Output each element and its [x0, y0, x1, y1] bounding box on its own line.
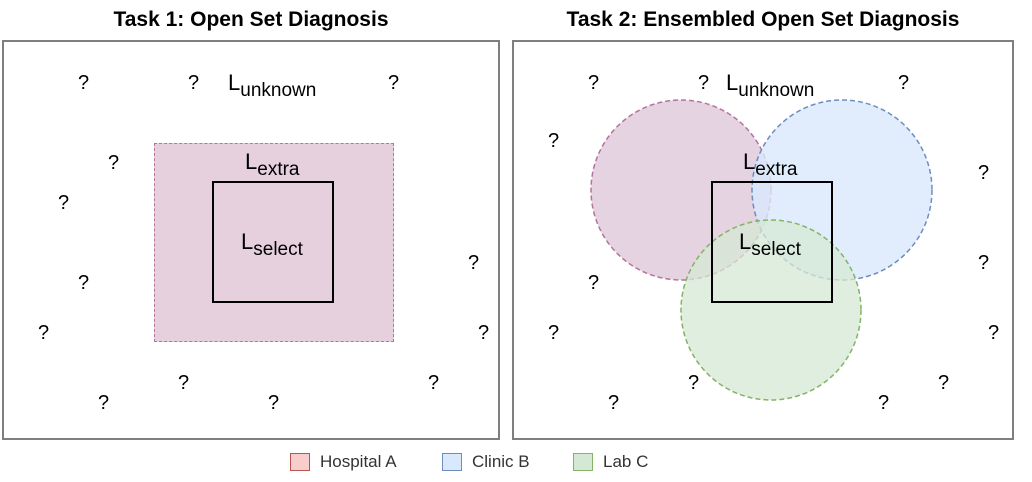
- unknown-marker: ?: [98, 392, 110, 414]
- unknown-marker: ?: [268, 392, 280, 414]
- unknown-marker: ?: [478, 322, 490, 344]
- unknown-marker: ?: [78, 272, 90, 294]
- lab-c-circle: [680, 219, 862, 401]
- unknown-marker: ?: [698, 72, 710, 94]
- legend-item-clinic-b: Clinic B: [442, 450, 530, 474]
- legend: Hospital A Clinic B Lab C: [0, 450, 1032, 474]
- lextra-label: Lextra: [245, 149, 300, 181]
- task1-title: Task 1: Open Set Diagnosis: [113, 8, 389, 31]
- lextra-region: [154, 143, 394, 342]
- unknown-marker: ?: [188, 72, 200, 94]
- legend-label: Lab C: [603, 452, 649, 471]
- task2-title: Task 2: Ensembled Open Set Diagnosis: [566, 8, 960, 31]
- legend-label: Hospital A: [320, 452, 397, 471]
- task2-panel: Lunknown Lextra Lselect ? ? ? ? ? ? ? ? …: [512, 40, 1014, 440]
- unknown-marker: ?: [388, 72, 400, 94]
- lselect-label: Lselect: [241, 229, 303, 261]
- unknown-marker: ?: [988, 322, 1000, 344]
- lselect-box: [711, 181, 833, 303]
- unknown-marker: ?: [78, 72, 90, 94]
- unknown-marker: ?: [588, 272, 600, 294]
- lselect-box: [212, 181, 334, 303]
- unknown-marker: ?: [898, 72, 910, 94]
- unknown-marker: ?: [938, 372, 950, 394]
- hospital-a-swatch: [290, 453, 310, 471]
- legend-label: Clinic B: [472, 452, 530, 471]
- unknown-marker: ?: [548, 322, 560, 344]
- unknown-marker: ?: [428, 372, 440, 394]
- lunknown-label: Lunknown: [228, 70, 317, 102]
- task1-panel: Lunknown Lextra Lselect ? ? ? ? ? ? ? ? …: [2, 40, 500, 440]
- lextra-label: Lextra: [743, 149, 798, 181]
- unknown-marker: ?: [548, 130, 560, 152]
- unknown-marker: ?: [38, 322, 50, 344]
- unknown-marker: ?: [588, 72, 600, 94]
- unknown-marker: ?: [178, 372, 190, 394]
- unknown-marker: ?: [108, 152, 120, 174]
- unknown-marker: ?: [688, 372, 700, 394]
- lab-c-swatch: [573, 453, 593, 471]
- unknown-marker: ?: [978, 162, 990, 184]
- lselect-label: Lselect: [739, 229, 801, 261]
- lunknown-label: Lunknown: [726, 70, 815, 102]
- unknown-marker: ?: [978, 252, 990, 274]
- clinic-b-swatch: [442, 453, 462, 471]
- legend-item-hospital-a: Hospital A: [290, 450, 397, 474]
- unknown-marker: ?: [608, 392, 620, 414]
- unknown-marker: ?: [878, 392, 890, 414]
- unknown-marker: ?: [58, 192, 70, 214]
- unknown-marker: ?: [468, 252, 480, 274]
- venn-circles: [590, 99, 933, 401]
- legend-item-lab-c: Lab C: [573, 450, 648, 474]
